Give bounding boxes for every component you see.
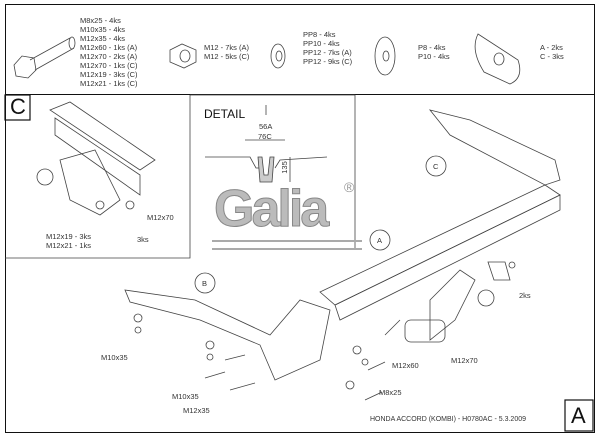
logo-underline — [212, 240, 362, 250]
detail-frame — [190, 94, 356, 250]
label-m12x70: M12x70 — [451, 356, 478, 365]
spring-washer-icon — [270, 43, 286, 69]
inset-callout: 3ks — [137, 235, 149, 244]
bolt-item: M12x70 - 1ks (C) — [80, 61, 138, 70]
washer-icon — [374, 36, 396, 76]
bolt-item: M12x60 - 1ks (A) — [80, 43, 138, 52]
spring-washer-list: PP8 - 4ks PP10 - 4ks PP12 - 7ks (A) PP12… — [303, 30, 352, 66]
inset-c-label: C — [10, 94, 26, 119]
bolt-item: M12x21 - 1ks (C) — [80, 79, 138, 88]
label-m10x35: M10x35 — [101, 353, 128, 362]
parts-list-box — [5, 4, 595, 95]
bolt-icon — [13, 36, 76, 79]
detail-dim-width-a: 56A — [259, 122, 273, 131]
bolt-item: M10x35 - 4ks — [80, 25, 126, 34]
inset-callout: M12x19 - 3ks — [46, 232, 92, 241]
title-caption: HONDA ACCORD (KOMBI) - H0780AC - 5.3.200… — [370, 416, 526, 423]
side-plate — [487, 261, 511, 281]
bolt-item: M12x70 - 2ks (A) — [80, 52, 138, 61]
nut-icon — [169, 43, 197, 69]
nut-item: M12 - 5ks (C) — [204, 52, 250, 61]
plate-icon — [474, 33, 521, 85]
washer-list: P8 - 4ks P10 - 4ks — [418, 43, 450, 61]
detail-title: DETAIL — [204, 107, 246, 121]
label-m12x60: M12x60 — [392, 361, 419, 370]
label-m12x35: M12x35 — [183, 406, 210, 415]
label-2ks: 2ks — [519, 291, 531, 300]
spring-washer-item: PP12 - 9ks (C) — [303, 57, 353, 66]
callout-c-circle — [425, 155, 447, 177]
callout-c: C — [433, 162, 439, 171]
detail-dim-height: 135 — [279, 161, 289, 174]
inset-callout: M12x21 - 1ks — [46, 241, 92, 250]
inset-c-drawing — [36, 101, 156, 216]
bolt-list: M8x25 - 4ks M10x35 - 4ks M12x35 - 4ks M1… — [80, 16, 138, 88]
sheet-label-box — [564, 399, 594, 432]
ball-neck — [404, 269, 495, 343]
towbar-crossbeam — [319, 109, 561, 321]
plate-item: A - 2ks — [540, 43, 563, 52]
plate-item: C - 3ks — [540, 52, 564, 61]
inset-c-frame — [4, 94, 191, 259]
spring-washer-item: PP10 - 4ks — [303, 39, 340, 48]
sheet-label: A — [571, 403, 586, 428]
nut-list: M12 - 7ks (A) M12 - 5ks (C) — [204, 43, 249, 61]
bolt-item: M8x25 - 4ks — [80, 16, 121, 25]
spring-washer-item: PP12 - 7ks (A) — [303, 48, 352, 57]
inset-callout: M12x70 — [147, 213, 174, 222]
detail-section — [205, 105, 328, 183]
callout-a-circle — [369, 229, 391, 251]
plate-list: A - 2ks C - 3ks — [540, 43, 564, 61]
label-m10x35: M10x35 — [172, 392, 199, 401]
spring-washer-item: PP8 - 4ks — [303, 30, 336, 39]
callout-b: B — [202, 279, 208, 288]
bolt-item: M12x35 - 4ks — [80, 34, 126, 43]
washer-item: P8 - 4ks — [418, 43, 446, 52]
left-bracket — [124, 289, 331, 381]
galia-logo: Galia — [213, 180, 329, 238]
label-m8x25: M8x25 — [379, 388, 402, 397]
detail-dim-width-c: 76C — [258, 132, 272, 141]
bolt-item: M12x19 - 3ks (C) — [80, 70, 138, 79]
callout-b-circle — [194, 272, 216, 294]
washer-item: P10 - 4ks — [418, 52, 450, 61]
fasteners — [133, 261, 516, 401]
nut-item: M12 - 7ks (A) — [204, 43, 250, 52]
callout-a: A — [377, 236, 383, 245]
registered-mark: ® — [344, 179, 355, 195]
